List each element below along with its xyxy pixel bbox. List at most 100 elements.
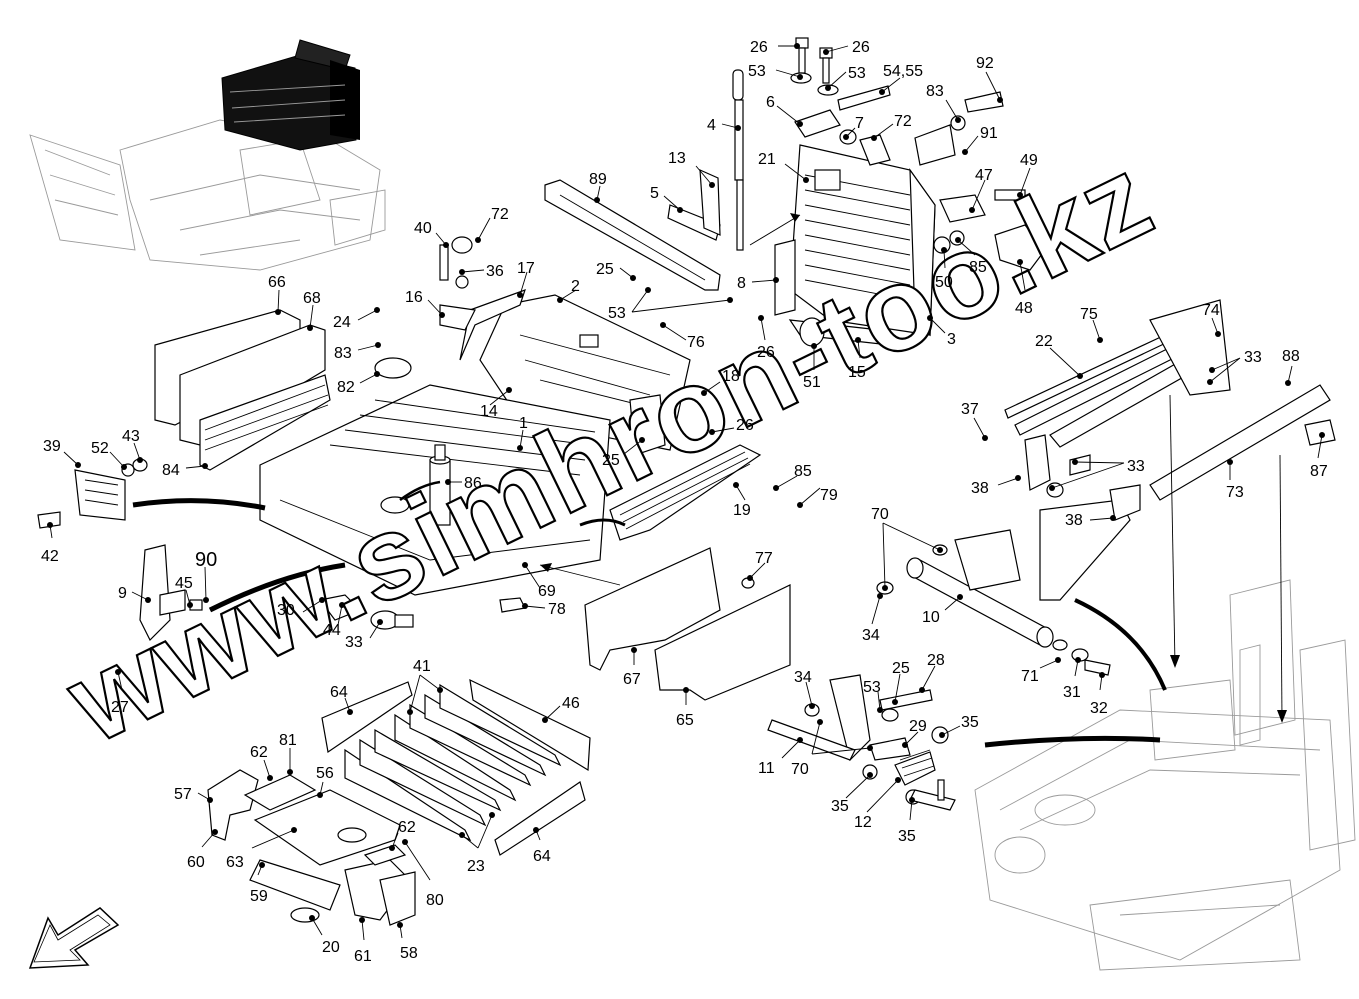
callout: 85: [955, 237, 987, 276]
gas-strut: [732, 69, 744, 251]
label-53: 53: [608, 305, 626, 322]
callout: 88: [1282, 348, 1300, 386]
callout: 87: [1310, 432, 1328, 480]
label-34: 34: [794, 669, 812, 686]
label-10: 10: [922, 609, 940, 626]
label-3: 3: [947, 331, 956, 348]
label-30: 30: [277, 602, 295, 619]
floor-panels: [207, 769, 416, 926]
callout: 19: [733, 482, 751, 519]
callout: 6: [766, 94, 803, 127]
label-35: 35: [898, 828, 916, 845]
label-12: 12: [854, 814, 872, 831]
callout: 44: [323, 602, 345, 639]
callout: 38: [971, 475, 1021, 497]
callout: 82: [337, 371, 380, 396]
callout: 74: [1202, 302, 1221, 337]
label-81: 81: [279, 732, 297, 749]
callout: 53: [608, 287, 733, 322]
label-14: 14: [480, 403, 498, 420]
callout: 64: [330, 684, 353, 715]
label-19: 19: [733, 502, 751, 519]
callout: 9: [118, 585, 151, 603]
direction-arrow-icon: [28, 907, 120, 969]
label-53: 53: [848, 65, 866, 82]
label-87: 87: [1310, 463, 1328, 480]
label-33: 33: [1244, 349, 1262, 366]
label-57: 57: [174, 786, 192, 803]
callout: 28: [919, 652, 945, 693]
label-91: 91: [980, 125, 998, 142]
air-filter: [37, 458, 148, 529]
label-26: 26: [736, 417, 754, 434]
spring-bracket-assembly: [767, 674, 956, 811]
machine-overview-thumbnail: [29, 39, 386, 271]
label-61: 61: [354, 948, 372, 965]
label-70: 70: [871, 506, 889, 523]
label-65: 65: [676, 712, 694, 729]
label-56: 56: [316, 765, 334, 782]
callout: 17: [517, 260, 535, 298]
label-33: 33: [345, 634, 363, 651]
label-25: 25: [892, 660, 910, 677]
callout: 47: [969, 167, 993, 213]
label-88: 88: [1282, 348, 1300, 365]
callout: 30: [277, 597, 325, 619]
callout: 39: [43, 438, 81, 468]
side-panels: [154, 309, 331, 471]
label-38: 38: [971, 480, 989, 497]
label-5: 5: [650, 185, 659, 202]
label-72: 72: [491, 206, 509, 223]
label-31: 31: [1063, 684, 1081, 701]
label-4: 4: [707, 117, 716, 134]
callout: 4: [707, 117, 741, 134]
callout: 25: [596, 261, 636, 281]
callout: 52: [91, 440, 127, 470]
callout: 70: [871, 506, 943, 591]
label-90: 90: [195, 549, 217, 571]
callout: 23: [459, 812, 495, 875]
label-39: 39: [43, 438, 61, 455]
label-37: 37: [961, 401, 979, 418]
callout: 57: [174, 786, 213, 803]
label-24: 24: [333, 314, 351, 331]
label-38: 38: [1065, 512, 1083, 529]
callout: 77: [747, 550, 773, 581]
callout: 83: [926, 83, 961, 123]
label-42: 42: [41, 548, 59, 565]
callout: 68: [303, 290, 321, 331]
callout: 62: [389, 819, 416, 851]
label-50: 50: [935, 274, 953, 291]
label-16: 16: [405, 289, 423, 306]
label-52: 52: [91, 440, 109, 457]
label-18: 18: [722, 368, 740, 385]
callout: 36: [459, 263, 504, 280]
label-26: 26: [852, 39, 870, 56]
label-69: 69: [538, 583, 556, 600]
callout: 91: [962, 125, 998, 155]
label-77: 77: [755, 550, 773, 567]
callout: 61: [354, 917, 372, 965]
label-79: 79: [820, 487, 838, 504]
callout: 73: [1226, 459, 1244, 501]
label-59: 59: [250, 888, 268, 905]
callout: 1: [517, 415, 528, 451]
label-51: 51: [803, 374, 821, 391]
callout: 75: [1080, 306, 1103, 343]
callout: 34: [862, 593, 883, 644]
callout: 26: [709, 417, 754, 435]
callout: 62: [250, 744, 273, 781]
callout: 67: [623, 647, 641, 688]
label-9: 9: [118, 585, 127, 602]
label-58: 58: [400, 945, 418, 962]
callout: 53: [863, 679, 883, 713]
label-92: 92: [976, 55, 994, 72]
callout: 84: [162, 462, 208, 479]
label-74: 74: [1202, 302, 1220, 319]
label-7: 7: [855, 115, 864, 132]
label-60: 60: [187, 854, 205, 871]
label-43: 43: [122, 428, 140, 445]
label-34: 34: [862, 627, 880, 644]
main-housing: [259, 357, 611, 596]
callout: 34: [794, 669, 815, 709]
